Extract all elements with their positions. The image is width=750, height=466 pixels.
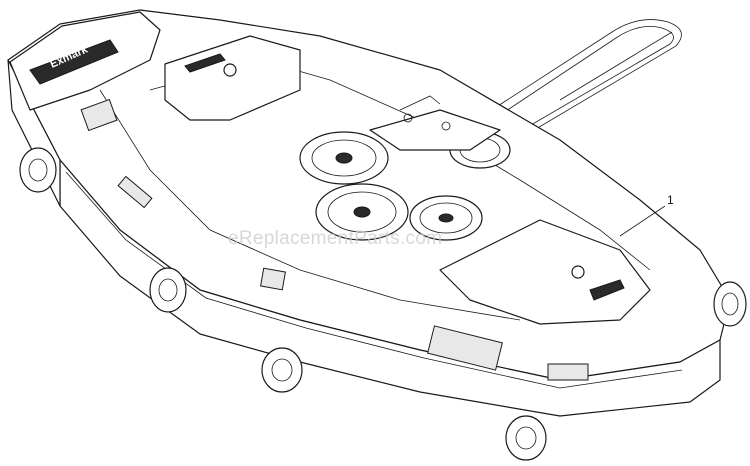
safety-decal <box>547 363 589 381</box>
drive-belt <box>429 19 682 169</box>
callout-leader-line <box>619 205 666 237</box>
callout-1: 1 <box>619 193 674 237</box>
cover-knob <box>223 63 237 77</box>
watermark: eReplacementParts.com <box>228 228 442 249</box>
callout-number: 1 <box>667 193 674 207</box>
wheel-front-left <box>149 267 187 313</box>
wheel-front-right <box>505 415 547 461</box>
wheel-rear-right <box>713 281 747 327</box>
wheel-rear-left <box>19 147 57 193</box>
deck-decal <box>260 267 286 291</box>
front-decals <box>117 175 589 381</box>
left-belt-cover <box>164 35 301 121</box>
right-belt-cover <box>439 219 651 325</box>
instruction-decal <box>427 325 503 371</box>
caster-wheels <box>19 147 747 461</box>
deck-left-housing: Exmark <box>9 11 161 132</box>
side-decal <box>117 175 153 209</box>
cover-knob-right <box>571 265 585 279</box>
idler-arm-assembly <box>369 95 501 151</box>
warning-decal <box>80 98 118 132</box>
wheel-front-center <box>261 347 303 393</box>
